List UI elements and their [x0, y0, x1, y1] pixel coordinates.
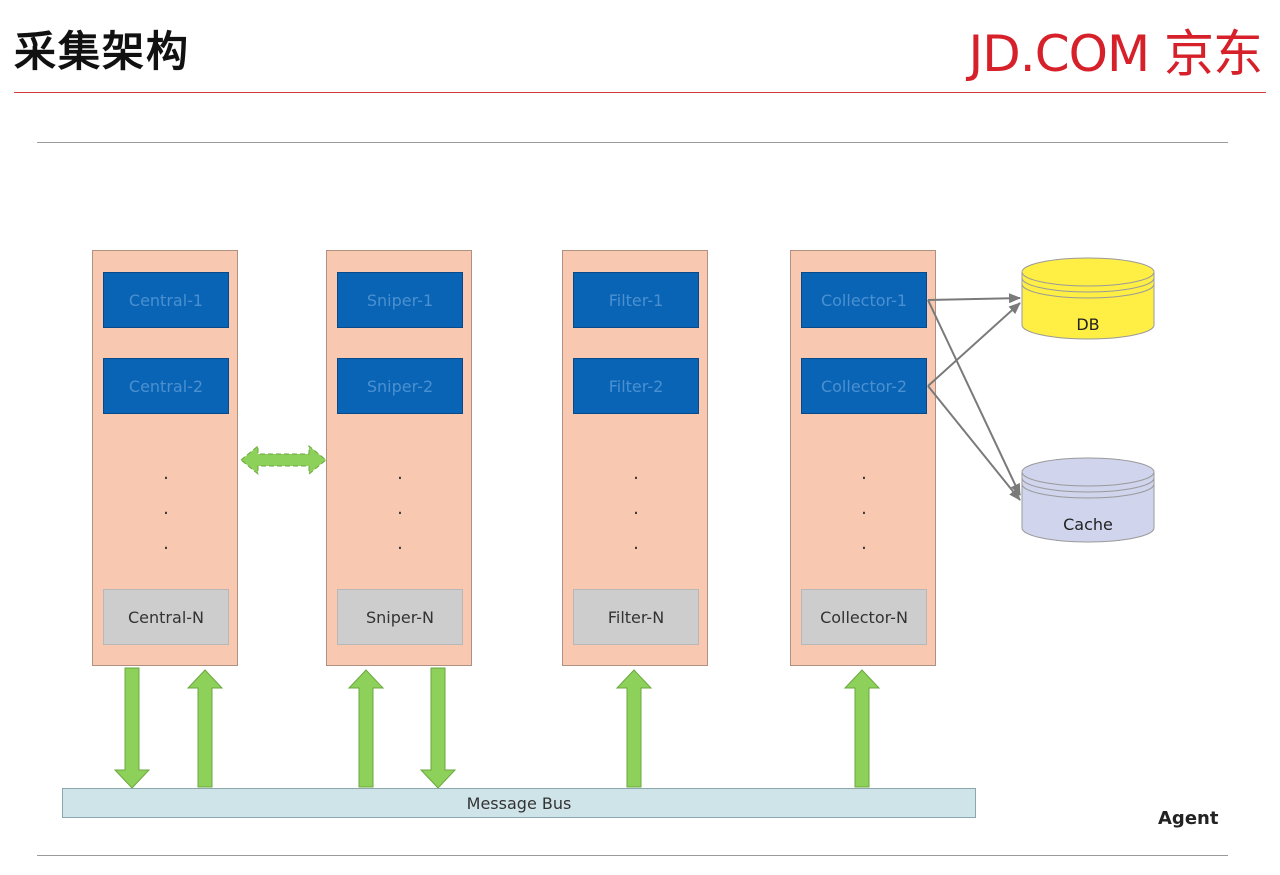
- arrow-bus-to-central: [186, 669, 224, 788]
- ellipsis-dot: .: [397, 498, 403, 519]
- node-central-2: Central-2: [103, 358, 229, 414]
- arrow-bus-to-filter: [615, 669, 653, 788]
- node-sniper-n: Sniper-N: [337, 589, 463, 645]
- connector-c2-db: [927, 302, 1021, 387]
- arrow-central-sniper-bidirectional: [240, 444, 327, 476]
- frame-bottom-divider: [37, 855, 1228, 856]
- node-filter-2: Filter-2: [573, 358, 699, 414]
- arrow-bus-to-sniper: [347, 669, 385, 788]
- ellipsis-dot: .: [163, 463, 169, 484]
- db-cylinder: DB: [1021, 257, 1155, 340]
- connector-c1-cache: [927, 299, 1021, 496]
- ellipsis-dot: .: [633, 463, 639, 484]
- ellipsis-dot: .: [397, 533, 403, 554]
- node-collector-n: Collector-N: [801, 589, 927, 645]
- ellipsis-dot: .: [633, 498, 639, 519]
- ellipsis-dot: .: [861, 463, 867, 484]
- node-collector-2: Collector-2: [801, 358, 927, 414]
- connector-c2-cache: [927, 385, 1021, 501]
- agent-label: Agent: [1158, 808, 1219, 829]
- node-filter-n: Filter-N: [573, 589, 699, 645]
- arrow-bus-to-collector: [843, 669, 881, 788]
- collector-cluster: Collector-1 Collector-2 . . . Collector-…: [790, 250, 936, 666]
- db-label: DB: [1076, 315, 1099, 334]
- cache-cylinder: Cache: [1021, 457, 1155, 543]
- arrow-sniper-to-bus: [419, 667, 457, 789]
- node-collector-1: Collector-1: [801, 272, 927, 328]
- node-sniper-2: Sniper-2: [337, 358, 463, 414]
- filter-cluster: Filter-1 Filter-2 . . . Filter-N: [562, 250, 708, 666]
- ellipsis-dot: .: [163, 498, 169, 519]
- node-central-1: Central-1: [103, 272, 229, 328]
- header-divider: [14, 92, 1266, 93]
- cache-label: Cache: [1063, 515, 1113, 534]
- page-title: 采集架构: [14, 27, 191, 76]
- node-sniper-1: Sniper-1: [337, 272, 463, 328]
- ellipsis-dot: .: [633, 533, 639, 554]
- sniper-cluster: Sniper-1 Sniper-2 . . . Sniper-N: [326, 250, 472, 666]
- node-central-n: Central-N: [103, 589, 229, 645]
- ellipsis-dot: .: [163, 533, 169, 554]
- arrow-central-to-bus: [113, 667, 151, 789]
- ellipsis-dot: .: [397, 463, 403, 484]
- ellipsis-dot: .: [861, 498, 867, 519]
- node-filter-1: Filter-1: [573, 272, 699, 328]
- connector-c1-db: [927, 293, 1021, 304]
- frame-top-divider: [37, 142, 1228, 143]
- ellipsis-dot: .: [861, 533, 867, 554]
- brand-logo: JD.COM 京东: [968, 25, 1263, 83]
- central-cluster: Central-1 Central-2 . . . Central-N: [92, 250, 238, 666]
- message-bus: Message Bus: [62, 788, 976, 818]
